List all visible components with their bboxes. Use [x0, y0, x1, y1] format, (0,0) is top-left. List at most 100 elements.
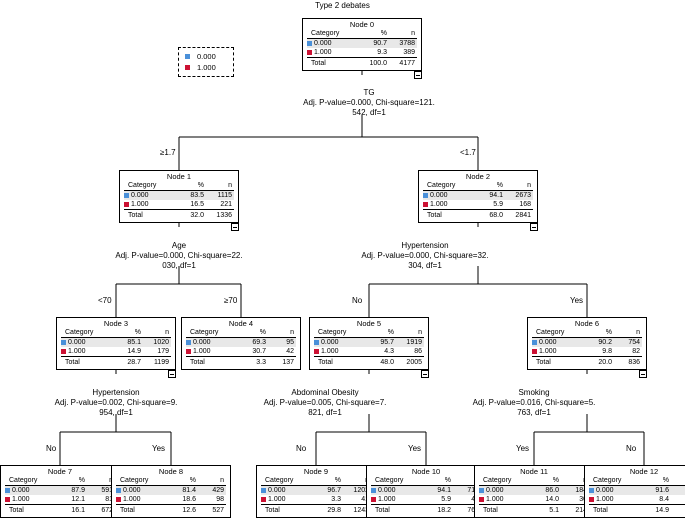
total-n: 1199: [153, 359, 169, 366]
branch-label: ≥1.7: [160, 148, 176, 157]
category-n: 82: [632, 348, 640, 355]
legend-label: 0.000: [197, 52, 216, 61]
category-swatch: [61, 349, 66, 354]
node-header-row: Category%n: [5, 476, 115, 486]
node-header-row: Category%n: [116, 476, 226, 486]
category-n: 81: [105, 496, 113, 503]
node-header-row: Category%n: [423, 181, 533, 191]
category-pct: 9.3: [377, 49, 387, 56]
collapse-toggle[interactable]: [414, 71, 422, 79]
header-n: n: [220, 477, 224, 484]
node-header-row: Category%n: [589, 476, 685, 486]
header-pct: %: [662, 477, 669, 484]
node-header-row: Category%n: [307, 29, 417, 39]
total-n: 527: [212, 507, 224, 514]
total-pct: 29.8: [327, 507, 341, 514]
category-pct: 96.7: [327, 487, 341, 494]
header-pct: %: [552, 477, 559, 484]
node-id: Node 2: [465, 172, 491, 181]
node-id: Node 0: [349, 20, 375, 29]
collapse-toggle[interactable]: [421, 370, 429, 378]
total-label: Total: [427, 212, 442, 219]
total-label: Total: [593, 507, 608, 514]
category-pct: 3.3: [331, 496, 341, 503]
category-n: 1115: [217, 192, 232, 199]
header-category: Category: [311, 30, 340, 37]
total-pct: 5.1: [549, 507, 559, 514]
category-n: 168: [519, 201, 531, 208]
split-line: Adj. P-value=0.000, Chi-square=22.: [115, 251, 243, 260]
header-category: Category: [128, 182, 157, 189]
total-label: Total: [9, 507, 24, 514]
split-line: Hypertension: [401, 241, 449, 250]
category-pct: 95.7: [380, 339, 394, 346]
category-label: 1.000: [596, 496, 614, 503]
total-pct: 16.1: [71, 507, 85, 514]
node-header-row: Category%n: [371, 476, 481, 486]
category-n: 98: [216, 496, 224, 503]
collapse-toggle[interactable]: [231, 223, 239, 231]
legend-label: 1.000: [197, 63, 216, 72]
total-pct: 3.3: [256, 359, 266, 366]
total-label: Total: [536, 359, 551, 366]
category-swatch: [314, 340, 319, 345]
category-n: 184: [575, 487, 587, 494]
total-n: 1243: [353, 507, 369, 514]
split-line: Adj. P-value=0.000, Chi-square=32.: [361, 251, 489, 260]
branch-label: Yes: [570, 296, 584, 305]
node-header-row: Category%n: [479, 476, 589, 486]
header-category: Category: [9, 477, 38, 484]
category-row: 0.000 83.5 1115: [124, 191, 234, 200]
split-line: 304, df=1: [408, 261, 442, 270]
split-line: Smoking: [518, 388, 550, 397]
category-n: 1919: [406, 339, 422, 346]
header-pct: %: [380, 30, 387, 37]
branch-label: No: [296, 444, 307, 453]
category-pct: 85.1: [127, 339, 141, 346]
header-n: n: [228, 182, 232, 189]
branch-label: No: [352, 296, 363, 305]
category-label: 0.000: [268, 487, 286, 494]
category-label: 1.000: [430, 201, 448, 208]
category-label: 0.000: [123, 487, 141, 494]
split-line: Adj. P-value=0.005, Chi-square=7.: [263, 398, 387, 407]
split-line: TG: [363, 88, 375, 97]
total-n: 2841: [515, 212, 531, 219]
category-n: 41: [361, 495, 369, 504]
category-pct: 83.5: [190, 192, 204, 199]
category-label: 0.000: [131, 192, 149, 199]
category-swatch: [589, 497, 594, 502]
collapse-toggle[interactable]: [530, 223, 538, 231]
category-n: 754: [628, 339, 640, 346]
node-header-row: Category%n: [261, 476, 371, 486]
split-line: Adj. P-value=0.000, Chi-square=121.: [303, 98, 435, 107]
category-pct: 90.2: [598, 339, 612, 346]
split-line: 763, df=1: [517, 408, 551, 417]
split-line: 821, df=1: [308, 408, 342, 417]
category-label: 1.000: [314, 49, 332, 56]
header-n: n: [165, 329, 169, 336]
collapse-toggle[interactable]: [168, 370, 176, 378]
total-label: Total: [375, 507, 390, 514]
collapse-toggle[interactable]: [639, 370, 647, 378]
header-pct: %: [496, 182, 503, 189]
total-pct: 32.0: [190, 212, 204, 219]
